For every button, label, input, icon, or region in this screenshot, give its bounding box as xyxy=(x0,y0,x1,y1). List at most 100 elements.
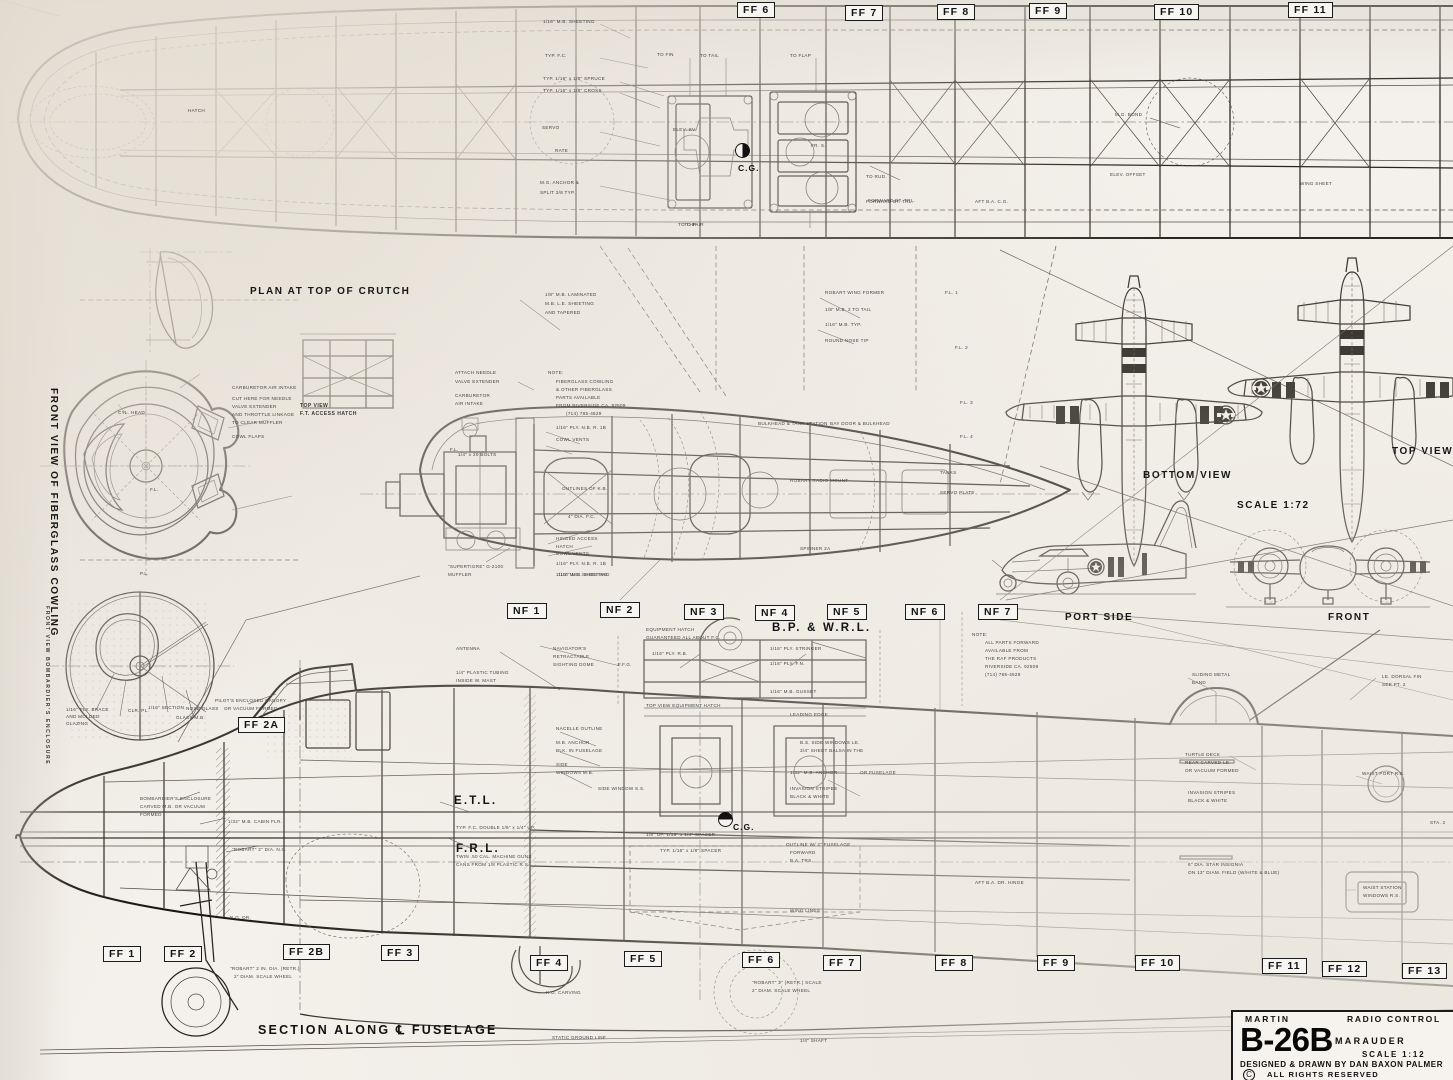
annotation-nacelle-plan: ROUND NOSE TIP xyxy=(825,338,869,343)
annotation-nacelle-plan: CARBURETOR xyxy=(455,393,491,398)
datum-label-bp-wrl: B.P. & W.R.L. xyxy=(772,622,872,634)
annotation-cowl-view: COWL FLAPS xyxy=(232,434,265,439)
model-designation: B-26B xyxy=(1240,1021,1333,1058)
annotation-tail-side: BAND xyxy=(1192,680,1206,685)
station-marker: FF 5 xyxy=(624,951,663,968)
annotation-nacelle-plan: TANKS xyxy=(940,470,957,475)
annotation-plan-view: ELEV. SV. xyxy=(673,127,697,132)
annotation-tail-side: WINDOWS R.S. xyxy=(1363,893,1401,898)
station-marker: NF 5 xyxy=(827,604,867,621)
view-title-front: FRONT xyxy=(1328,612,1371,623)
annotation-plan-view: TO FLAP xyxy=(790,53,812,58)
annotation-side-view: WING LINES xyxy=(790,908,821,913)
title-block-top-rule xyxy=(1231,1010,1453,1012)
annotation-tail-side: INVASION STRIPES xyxy=(1188,790,1236,795)
annotation-tail-side: SLIDING METAL xyxy=(1192,672,1231,677)
annotation-equipment: GUARANTEED ALL ABOUT F.C. xyxy=(646,635,721,640)
rights-statement: ALL RIGHTS RESERVED xyxy=(1267,1070,1379,1079)
aircraft-name: MARAUDER xyxy=(1335,1036,1406,1046)
annotation-nacelle-plan: 1/8" M.B. LAMINATED xyxy=(545,292,597,297)
annotation-enclosure-view: 1/16" PLY. BRACE xyxy=(66,707,109,712)
title-block-left-rule xyxy=(1231,1010,1233,1080)
annotation-nacelle-plan: HATCH xyxy=(556,544,573,549)
annotation-nacelle-plan: "SUPERTIGRE" G-2100 xyxy=(448,564,504,569)
annotation-side-view: "ROBART" 2 IN. DIA. (RETR.) xyxy=(230,966,300,971)
annotation-nacelle-plan: ROBART WING FORMER xyxy=(825,290,885,295)
category-label: RADIO CONTROL xyxy=(1347,1014,1441,1024)
designer-credit: DESIGNED & DRAWN BY DAN BAXON PALMER xyxy=(1240,1060,1444,1069)
annotation-equipment: NAVIGATOR'S xyxy=(553,646,587,651)
annotation-nacelle-plan: OUTLINES OF K.B. xyxy=(562,486,608,491)
annotation-nacelle-plan: 1/4" x 20 BOLTS xyxy=(458,452,497,457)
station-marker: NF 7 xyxy=(978,604,1018,621)
annotation-plan-view: M.G. ANCHOR & xyxy=(540,180,580,185)
station-marker: FF 6 xyxy=(737,2,776,19)
annotation-equipment: 1/16" PLY. R.B. xyxy=(652,651,688,656)
annotation-side-view: FORMED xyxy=(140,812,162,817)
annotation-side-view: OR FUSELAGE xyxy=(860,770,896,775)
annotation-plan-view: M.G. BOND xyxy=(1115,112,1143,117)
annotation-side-view: TYP. F.C. DOUBLE 1/8" x 1/4" UP. xyxy=(456,825,536,830)
annotation-side-view: NACELLE OUTLINE xyxy=(556,726,603,731)
annotation-nacelle-plan: HINGED ACCESS xyxy=(556,536,598,541)
annotation-side-view: WINDOWS M.B. xyxy=(556,770,594,775)
annotation-nacelle-plan: PARTS AVAILABLE xyxy=(556,395,601,400)
annotation-tail-side: ON 13" DIAM. FIELD (W/HITE & BLUE) xyxy=(1188,870,1280,875)
three-view-port-side xyxy=(991,500,1197,595)
station-marker: FF 2B xyxy=(283,944,331,961)
station-marker: NF 1 xyxy=(507,603,547,620)
annotation-plan-view: WING SHEET xyxy=(1300,181,1333,186)
annotation-enclosure-view: 1/16" SECTION xyxy=(148,705,185,710)
annotation-nacelle-plan: FIBERGLASS COWLING xyxy=(556,379,614,384)
station-marker: FF 1 xyxy=(103,946,142,963)
station-marker: FF 9 xyxy=(1029,3,1068,20)
annotation-nacelle-plan: 1/8" M.B. 2 TO TAIL xyxy=(825,307,872,312)
annotation-plan-view: TO FIN xyxy=(657,52,674,57)
three-view-scale: SCALE 1:72 xyxy=(1237,500,1310,511)
annotation-nacelle-plan: 1/16" PLY. N.B. R. 1B xyxy=(556,561,607,566)
annotation-side-view: K.G. CARVING xyxy=(546,990,581,995)
annotation-tail-side: WAIST PORT R.S. xyxy=(1362,771,1405,776)
annotation-equipment: ANTENNA xyxy=(456,646,481,651)
annotation-side-view: OR VACUUM FORMED xyxy=(224,706,278,711)
annotation-nacelle-plan: F.L. 1 xyxy=(945,290,959,295)
annotation-equipment: 1/16" PLY. STRINGER xyxy=(770,646,822,651)
annotation-nacelle-plan: MUFFLER xyxy=(448,572,472,577)
annotation-side-view: B.S. SIDE WINDOWS LE. xyxy=(800,740,860,745)
annotation-plan-view: TO TAIL xyxy=(700,53,719,58)
annotation-plan-view: TO RUD. xyxy=(866,174,887,179)
annotation-enclosure-view: CLR. PL. xyxy=(128,708,150,713)
view-title-top-view: TOP VIEW xyxy=(1392,446,1453,457)
annotation-side-view: FORWARD xyxy=(790,850,816,855)
annotation-equipment: F.F.G. xyxy=(618,662,632,667)
annotation-plan-view: TYP. 1/16" x 1/8" SPRUCE xyxy=(543,76,605,81)
view-title-plan-crutch: PLAN AT TOP OF CRUTCH xyxy=(250,286,411,297)
annotation-cowl-view: CUT HERE FOR NEEDLE xyxy=(232,396,292,401)
annotation-side-view: 1/4" SHAFT xyxy=(800,1038,828,1043)
annotation-side-view: BLACK & WHITE xyxy=(790,794,830,799)
datum-label-etl: E.T.L. xyxy=(454,795,498,807)
annotation-plan-view: 1/16" M.B. SHEETING xyxy=(543,19,595,24)
annotation-nacelle-plan: F.L. 2 xyxy=(955,345,969,350)
annotation-enclosure-view: GLASS M.B. xyxy=(176,715,206,720)
annotation-plan-view: HATCH xyxy=(188,108,205,113)
cg-marker-side xyxy=(718,812,733,827)
annotation-side-view: LEADING EDGE xyxy=(790,712,829,717)
annotation-equipment: ALL PARTS FORWARD xyxy=(985,640,1040,645)
annotation-nacelle-plan: ROBART RADIO MOUNT xyxy=(790,478,849,483)
annotation-side-view: SIDE xyxy=(556,762,568,767)
annotation-nacelle-plan: VALVE EXTENDER xyxy=(455,379,500,384)
annotation-side-view: 1/32" M.B. ANCHOR xyxy=(790,770,838,775)
annotation-nacelle-plan: SPINNER 2A xyxy=(800,546,831,551)
view-title-section-fuselage: SECTION ALONG ℄ FUSELAGE xyxy=(258,1023,498,1037)
annotation-equipment: SIGHTING DOME xyxy=(553,662,595,667)
annotation-tail-side: 6" DIA. STAR INSIGNIA xyxy=(1188,862,1244,867)
cowling-front-view xyxy=(40,360,293,576)
annotation-enclosure-view: AND MOLDED xyxy=(66,714,100,719)
annotation-nacelle-plan: (714) 785-4529 xyxy=(566,411,602,416)
view-title-front-enclosure: FRONT VIEW BOMBARDIER'S ENCLOSURE xyxy=(44,606,50,766)
annotation-side-view: "ROBART" 2" DIA. N.G. xyxy=(232,847,288,852)
annotation-equipment: THE RAF PRODUCTS xyxy=(985,656,1037,661)
